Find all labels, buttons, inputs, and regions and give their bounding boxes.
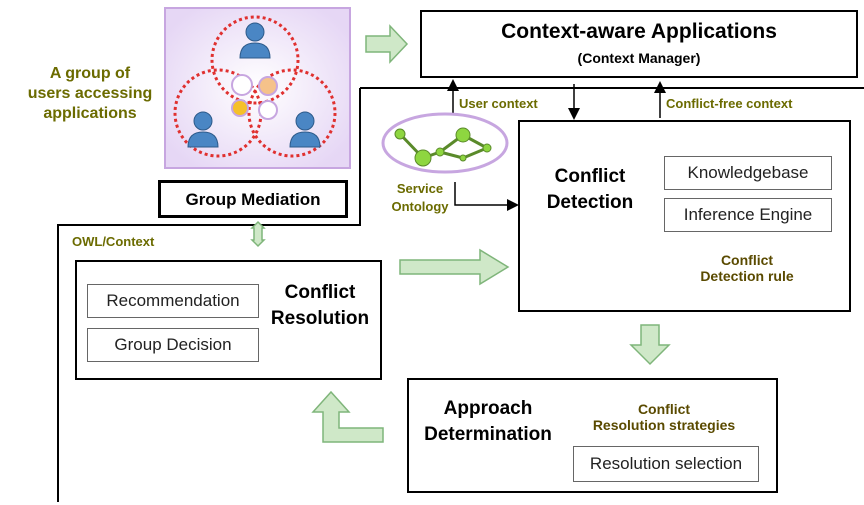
ontology-nodes [394,127,492,167]
user-circle-top [210,15,300,105]
outer-frame-left [57,88,361,502]
small-circle [231,99,249,117]
conflict-detection-box: Conflict Detection Knowledgebase Inferen… [518,120,851,312]
approach-determination-box: Approach Determination Resolution select… [407,378,778,493]
apps-subtitle: (Context Manager) [577,50,701,66]
owl-context-label: OWL/Context [72,234,155,249]
apps-title: Context-aware Applications [501,20,777,43]
arrow-to-resolution [311,390,384,443]
arrow-ontology-detection [454,182,519,211]
group-mediation-label: Group Mediation [185,190,321,209]
conflict-resolution-title: Conflict Resolution [270,282,370,329]
user-circle-right [247,68,337,158]
arrow-to-apps [365,24,409,64]
group-decision-box: Group Decision [87,328,259,362]
approach-title: Approach Determination [424,398,552,445]
recommendation-box: Recommendation [87,284,259,318]
users-label: A group of users accessing applications [27,65,153,122]
resolution-strategies-label: Conflict Resolution strategies [592,401,736,433]
conflict-free-context-label: Conflict-free context [666,96,793,111]
user-icon [239,22,271,59]
inference-engine-box: Inference Engine [664,198,832,232]
resolution-selection-box: Resolution selection [573,446,759,482]
small-circle [258,76,278,96]
detection-rule-label: Conflict Detection rule [700,252,794,284]
group-mediation-box: Group Mediation [158,180,348,218]
arrow-to-detection [399,248,510,286]
arrow-to-approach [629,324,671,366]
ontology-ellipse [381,112,509,174]
double-arrow-owl [250,220,266,248]
context-aware-applications-box: Context-aware Applications (Context Mana… [420,10,858,78]
user-context-label: User context [459,96,538,111]
conflict-detection-title: Conflict Detection [546,166,634,213]
conflict-resolution-box: Recommendation Group Decision Conflict R… [75,260,382,380]
user-icon [187,111,219,148]
small-circle [258,100,278,120]
knowledgebase-box: Knowledgebase [664,156,832,190]
small-circle [231,74,253,96]
service-ontology-label: Service Ontology [391,181,449,214]
user-icon [289,111,321,148]
